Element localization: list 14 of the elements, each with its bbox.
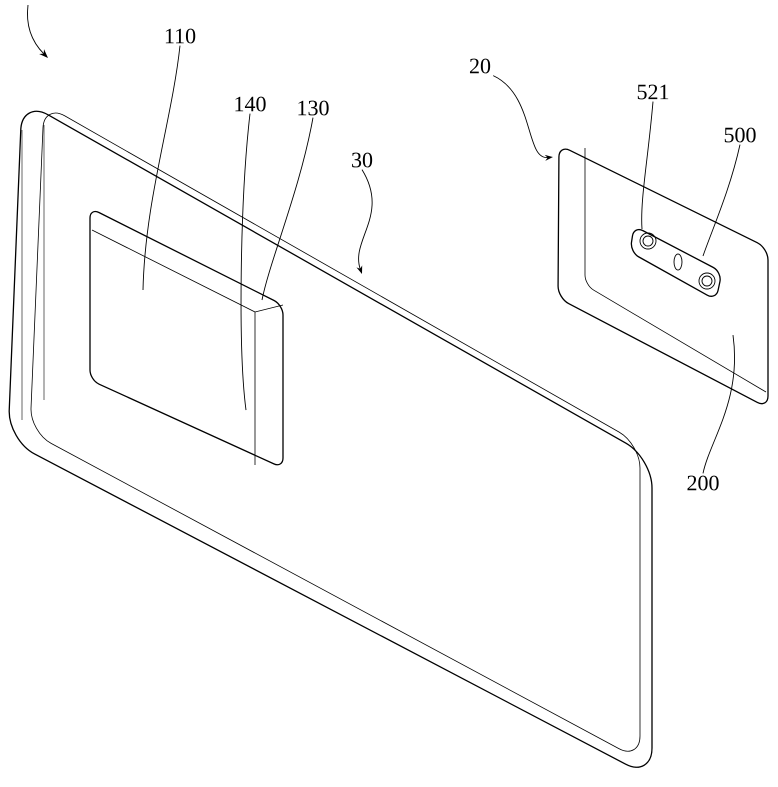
callout-number: 500 xyxy=(724,128,756,142)
leader-line xyxy=(702,144,740,256)
leader-line xyxy=(702,334,735,474)
callout-number: 110 xyxy=(166,28,196,44)
callout-number: 521 xyxy=(638,84,668,100)
leader-line xyxy=(142,45,180,290)
callout-number: 140 xyxy=(235,96,266,112)
callout-number: 30 xyxy=(352,152,372,168)
leader-line xyxy=(240,113,250,410)
leader-line xyxy=(262,117,314,300)
callout-number: 20 xyxy=(470,58,490,74)
leader-line xyxy=(641,101,654,230)
callout-number: 200 xyxy=(687,476,719,490)
callout-number: 130 xyxy=(298,100,329,116)
